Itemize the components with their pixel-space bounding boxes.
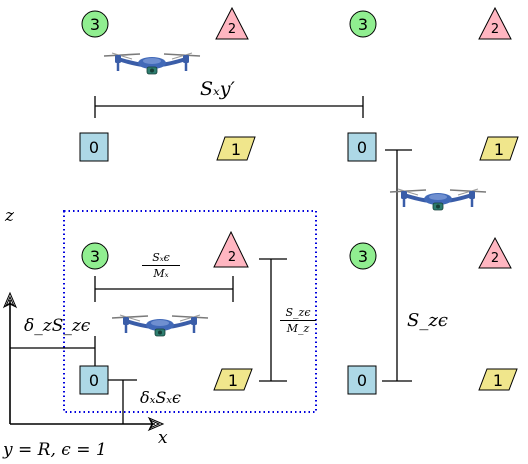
top-spacing-label: Sₓy′ bbox=[200, 78, 235, 100]
inner-h-denominator: Mₓ bbox=[153, 267, 169, 280]
inner-v-fraction: S_zϵ M_z bbox=[280, 307, 316, 334]
parallelogram-marker-label: 1 bbox=[493, 371, 503, 390]
drone-icon bbox=[388, 187, 488, 212]
triangle-marker bbox=[478, 6, 512, 40]
offset-x-bracket bbox=[108, 379, 137, 424]
parallelogram-marker bbox=[478, 368, 518, 391]
circle-marker bbox=[81, 10, 109, 38]
inner-h-fraction: Sₓϵ Mₓ bbox=[142, 252, 180, 279]
triangle-marker-label: 2 bbox=[491, 22, 499, 37]
triangle-marker-label: 2 bbox=[228, 250, 236, 265]
drone-icon bbox=[110, 313, 210, 338]
inner-v-dimension bbox=[259, 258, 287, 382]
parallelogram-marker bbox=[216, 136, 256, 161]
square-marker bbox=[347, 132, 377, 162]
circle-marker-label: 3 bbox=[90, 247, 100, 266]
circle-marker-label: 3 bbox=[358, 247, 368, 266]
square-marker-label: 0 bbox=[357, 371, 367, 390]
triangle-marker bbox=[213, 230, 249, 268]
right-spacing-label: S_zϵ bbox=[407, 310, 448, 331]
inner-h-numerator: Sₓϵ bbox=[142, 252, 180, 266]
inner-h-dimension bbox=[94, 276, 234, 302]
triangle-marker bbox=[215, 6, 249, 40]
triangle-marker-label: 2 bbox=[228, 22, 236, 37]
right-spacing-dimension bbox=[382, 149, 412, 382]
square-marker-label: 0 bbox=[89, 371, 99, 390]
square-marker-label: 0 bbox=[89, 138, 99, 157]
circle-marker bbox=[349, 242, 377, 270]
parallelogram-marker bbox=[479, 136, 519, 161]
triangle-marker bbox=[478, 236, 512, 269]
axis-z-label: z bbox=[5, 206, 14, 226]
parallelogram-marker bbox=[213, 368, 253, 391]
square-marker-label: 0 bbox=[357, 138, 367, 157]
offset-z-label: δ_zS_zϵ bbox=[24, 316, 91, 336]
circle-marker bbox=[349, 10, 377, 38]
drone-icon bbox=[102, 51, 202, 76]
coordinate-axes bbox=[9, 300, 155, 425]
circle-marker-label: 3 bbox=[90, 15, 100, 34]
triangle-marker-label: 2 bbox=[491, 251, 499, 266]
parallelogram-marker-label: 1 bbox=[231, 140, 241, 159]
offset-x-label: δₓSₓϵ bbox=[140, 388, 181, 407]
sub-grid-region bbox=[63, 210, 317, 413]
circle-marker-label: 3 bbox=[358, 15, 368, 34]
square-marker bbox=[79, 132, 109, 162]
offset-z-bracket bbox=[10, 336, 96, 366]
square-marker bbox=[347, 365, 377, 395]
axis-x-label: x bbox=[158, 428, 168, 448]
top-spacing-dimension bbox=[94, 96, 364, 118]
caption: y = R, ϵ = 1 bbox=[3, 440, 107, 460]
parallelogram-marker-label: 1 bbox=[228, 371, 238, 390]
inner-v-denominator: M_z bbox=[286, 322, 310, 335]
circle-marker bbox=[81, 242, 109, 270]
parallelogram-marker-label: 1 bbox=[494, 140, 504, 159]
inner-v-numerator: S_zϵ bbox=[280, 307, 316, 321]
axis-arrow-icon bbox=[2, 291, 165, 432]
